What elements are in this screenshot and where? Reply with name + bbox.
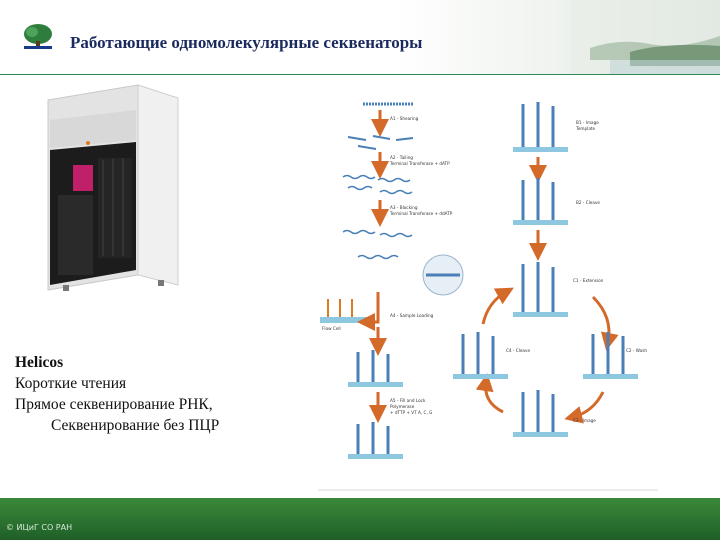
step-b2-label: B2 - Cleave xyxy=(576,200,600,205)
step-c4-label: C4 - Cleave xyxy=(506,348,530,353)
surface-oligos xyxy=(327,299,353,317)
slide-header: Работающие одномолекулярные секвенаторы xyxy=(0,0,720,75)
step-b1-sublabel: Template xyxy=(575,126,596,131)
slide-title: Работающие одномолекулярные секвенаторы xyxy=(70,33,423,52)
note-pcr-free: Секвенирование без ПЦР xyxy=(51,417,220,434)
wash-strands xyxy=(591,332,625,374)
step-b1-label: B1 - Image xyxy=(576,120,599,125)
flow-cell-surface xyxy=(583,374,638,379)
extension-strands xyxy=(521,262,555,312)
cleaved-strands xyxy=(521,178,555,220)
cycle-arrow xyxy=(564,391,605,424)
flow-cell-surface xyxy=(453,374,508,379)
blocked-fragments xyxy=(342,229,413,260)
notes-block: Helicos Короткие чтения Прямое секвениро… xyxy=(15,352,305,436)
locked-strands xyxy=(356,422,390,454)
flow-cell-surface xyxy=(348,382,403,387)
step-a3-label: A3 - Blocking xyxy=(390,205,418,210)
flow-cell-surface xyxy=(513,432,568,437)
step-a2-label: A2 - Tailing xyxy=(390,155,413,160)
step-a3-sublabel: Terminal Transferase + ddATP xyxy=(389,211,453,216)
flow-cell-label: Flow Cell xyxy=(322,326,341,331)
step-a5-sublabel-2: + dTTP + VT A, C, G xyxy=(390,410,432,415)
tree-logo-icon xyxy=(24,24,52,49)
captured-strands xyxy=(356,350,390,382)
step-c3-label: C3 - Image xyxy=(573,418,596,423)
sequencing-workflow-diagram: A1 - Shearing A2 - Tailing Terminal Tran… xyxy=(318,102,658,491)
note-short-reads: Короткие чтения xyxy=(15,375,127,392)
step-c2-label: C2 - Wash xyxy=(626,348,647,353)
step-a2-sublabel: Terminal Transferase + dATP xyxy=(389,161,450,166)
dna-fragments xyxy=(347,135,414,150)
sequencer-instrument-image xyxy=(47,84,179,291)
cycle-arrow xyxy=(481,287,514,325)
footer-bar xyxy=(0,498,720,540)
tailed-fragments xyxy=(342,174,413,195)
flow-cell-surface xyxy=(513,312,568,317)
flow-cell-surface xyxy=(513,147,568,152)
flow-cell-surface xyxy=(320,317,368,323)
landscape-photo xyxy=(570,0,720,75)
loading-arrow xyxy=(357,292,380,331)
imaged-strands xyxy=(521,390,555,432)
copyright-text: © ИЦиГ СО РАН xyxy=(6,523,73,532)
flow-cell-surface xyxy=(513,220,568,225)
note-direct-rna: Прямое секвенирование РНК, xyxy=(15,396,213,413)
template-strands xyxy=(521,102,555,147)
step-c1-label: C1 - Extension xyxy=(573,278,604,283)
flow-cell-surface xyxy=(348,454,403,459)
step-a5-sublabel-1: Polymerase xyxy=(390,404,415,409)
note-platform-name: Helicos xyxy=(15,354,64,371)
step-a5-label: A5 - Fill and Lock xyxy=(390,398,426,403)
cycle-arrow xyxy=(475,373,504,414)
header-divider xyxy=(0,74,720,75)
cleave-strands xyxy=(461,332,495,374)
step-a1-label: A1 - Shearing xyxy=(390,116,419,121)
step-a4-label: A4 - Sample Loading xyxy=(390,313,434,318)
